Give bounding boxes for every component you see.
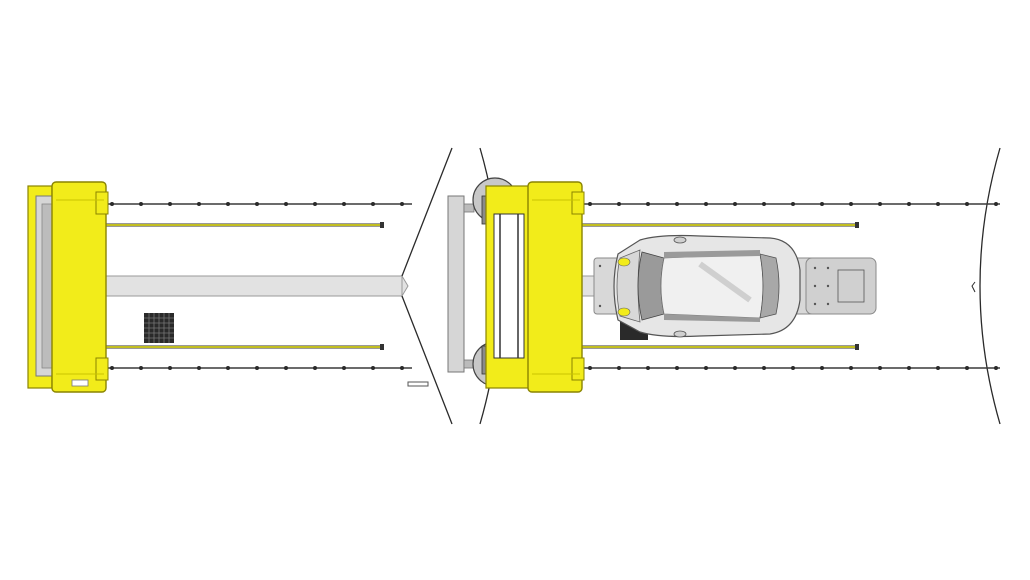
- rail-marker: [284, 366, 288, 370]
- gantry-detail: [485, 181, 585, 393]
- detail-top-rail-markers: [588, 202, 998, 206]
- rail-marker: [791, 202, 795, 206]
- rail-marker: [110, 366, 114, 370]
- rail-marker: [139, 202, 143, 206]
- position-marker: [407, 381, 429, 387]
- rail-marker: [936, 366, 940, 370]
- rail-marker: [313, 366, 317, 370]
- rail-marker: [371, 366, 375, 370]
- rail-marker: [588, 202, 592, 206]
- bottom-rail-markers: [110, 366, 404, 370]
- rail-marker: [110, 202, 114, 206]
- rail-marker: [617, 366, 621, 370]
- detail-view: [447, 177, 1000, 393]
- detail-bottom-inner-guide-rail: [582, 344, 859, 350]
- rail-marker: [226, 366, 230, 370]
- rail-marker: [400, 366, 404, 370]
- floor-plate: [104, 275, 403, 297]
- bottom-inner-guide-rail: [105, 344, 384, 350]
- rail-marker: [994, 202, 998, 206]
- rail-marker: [255, 366, 259, 370]
- rail-marker: [284, 202, 288, 206]
- rail-marker: [791, 366, 795, 370]
- wheel-block: [144, 313, 174, 343]
- rail-marker: [965, 202, 969, 206]
- rail-marker: [226, 202, 230, 206]
- rail-marker: [965, 366, 969, 370]
- rail-marker: [646, 202, 650, 206]
- rail-marker: [617, 202, 621, 206]
- car-top-view: [613, 234, 801, 338]
- rail-marker: [878, 366, 882, 370]
- rail-marker: [907, 202, 911, 206]
- rail-marker: [588, 366, 592, 370]
- rail-marker: [400, 202, 404, 206]
- rail-marker: [342, 366, 346, 370]
- rail-marker: [733, 202, 737, 206]
- rail-marker: [907, 366, 911, 370]
- detail-top-inner-guide-rail: [582, 222, 859, 228]
- gantry-left: [27, 181, 109, 393]
- rail-marker: [675, 366, 679, 370]
- rail-marker: [762, 202, 766, 206]
- rail-marker: [197, 202, 201, 206]
- rail-marker: [936, 202, 940, 206]
- rail-marker: [313, 202, 317, 206]
- rail-marker: [704, 366, 708, 370]
- floor-plate-tip: [401, 274, 409, 298]
- rail-marker: [820, 366, 824, 370]
- rail-marker: [994, 366, 998, 370]
- rail-marker: [168, 202, 172, 206]
- rail-marker: [762, 366, 766, 370]
- overview-view: [27, 181, 429, 393]
- rail-marker: [197, 366, 201, 370]
- rail-marker: [675, 202, 679, 206]
- rail-marker: [704, 202, 708, 206]
- rail-marker: [139, 366, 143, 370]
- rail-marker: [371, 202, 375, 206]
- top-rail-markers: [110, 202, 404, 206]
- top-inner-guide-rail: [105, 222, 384, 228]
- detail-gantry-side-panel: [447, 195, 475, 373]
- rail-marker: [168, 366, 172, 370]
- rail-marker: [255, 202, 259, 206]
- rail-marker: [849, 202, 853, 206]
- rail-marker: [733, 366, 737, 370]
- rail-marker: [878, 202, 882, 206]
- detail-bottom-rail-markers: [588, 366, 998, 370]
- rail-marker: [646, 366, 650, 370]
- rail-marker: [342, 202, 346, 206]
- rail-marker: [849, 366, 853, 370]
- rail-marker: [820, 202, 824, 206]
